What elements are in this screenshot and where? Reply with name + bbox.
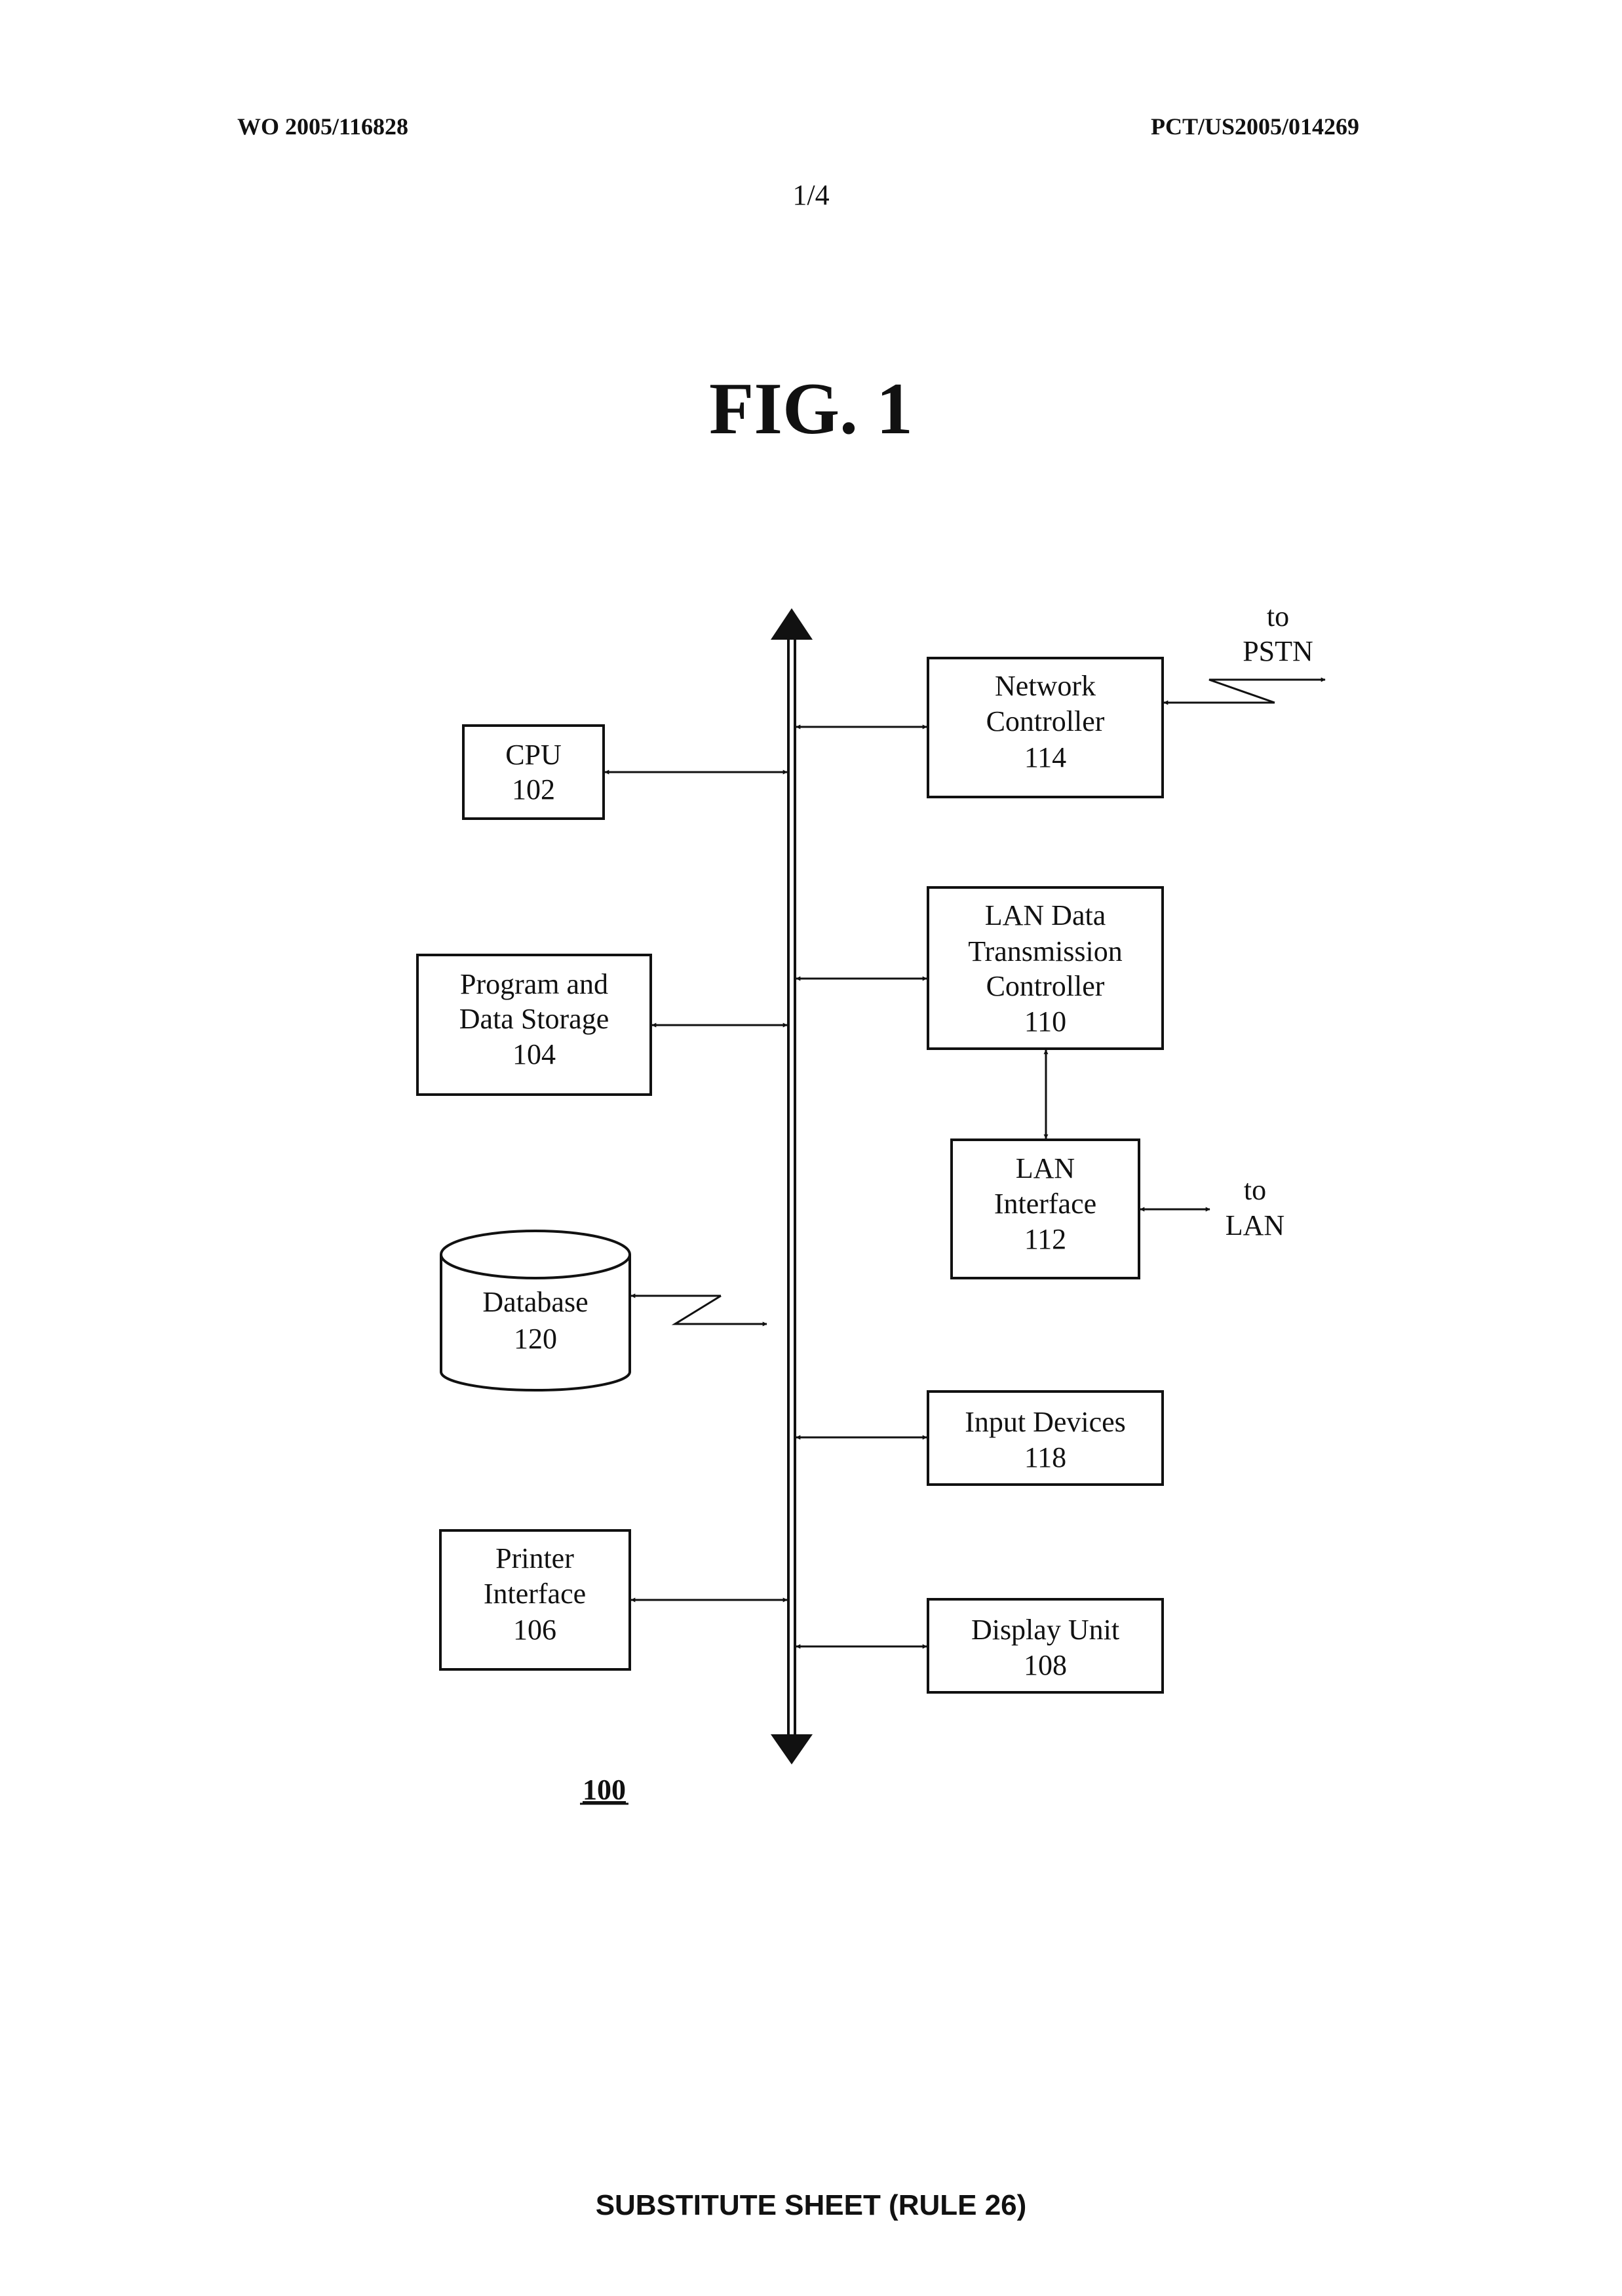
- printer-label-line1: Printer: [495, 1542, 574, 1574]
- lan-label: LAN: [1226, 1209, 1284, 1241]
- database-block: Database 120: [441, 1231, 630, 1390]
- network-ref: 114: [1024, 741, 1066, 773]
- pstn-label: PSTN: [1243, 635, 1313, 667]
- footer-substitute-sheet: SUBSTITUTE SHEET (RULE 26): [0, 2189, 1622, 2222]
- storage-ref: 104: [512, 1038, 556, 1070]
- storage-label-line1: Program and: [460, 968, 608, 1000]
- lan-data-controller-block: LAN Data Transmission Controller 110: [928, 887, 1163, 1049]
- pstn-wireless-link: [1209, 680, 1325, 703]
- display-unit-label: Display Unit: [971, 1614, 1119, 1646]
- database-label: Database: [482, 1286, 588, 1318]
- lan-data-label-line3: Controller: [986, 970, 1105, 1002]
- database-wireless-link: [675, 1296, 767, 1324]
- cpu-ref: 102: [512, 773, 555, 806]
- lan-data-label-line2: Transmission: [968, 935, 1123, 967]
- bus-arrow-up: [771, 608, 813, 640]
- storage-label-line2: Data Storage: [459, 1003, 609, 1035]
- cpu-block: CPU 102: [463, 726, 604, 819]
- display-unit-block: Display Unit 108: [928, 1599, 1163, 1692]
- network-label-line1: Network: [995, 670, 1096, 702]
- lan-data-label-line1: LAN Data: [985, 899, 1106, 931]
- printer-ref: 106: [513, 1614, 556, 1646]
- input-devices-ref: 118: [1024, 1441, 1066, 1473]
- pstn-to-label: to: [1267, 600, 1289, 632]
- lan-interface-label-line2: Interface: [994, 1188, 1096, 1220]
- database-ref: 120: [514, 1323, 557, 1355]
- system-reference-numeral: 100: [583, 1774, 626, 1806]
- network-label-line2: Controller: [986, 705, 1105, 737]
- printer-interface-block: Printer Interface 106: [440, 1530, 630, 1669]
- lan-data-ref: 110: [1024, 1005, 1066, 1038]
- network-controller-block: Network Controller 114: [928, 658, 1163, 797]
- display-unit-ref: 108: [1024, 1649, 1067, 1681]
- cpu-label: CPU: [505, 739, 562, 771]
- bus-arrow-down: [771, 1734, 813, 1764]
- input-devices-block: Input Devices 118: [928, 1391, 1163, 1485]
- lan-interface-block: LAN Interface 112: [952, 1140, 1139, 1278]
- lan-interface-label-line1: LAN: [1016, 1152, 1075, 1184]
- lan-to-label: to: [1244, 1174, 1266, 1206]
- storage-block: Program and Data Storage 104: [417, 955, 651, 1095]
- lan-interface-ref: 112: [1024, 1223, 1066, 1255]
- database-cylinder-top: [441, 1231, 630, 1278]
- system-bus: [771, 608, 813, 1764]
- printer-label-line2: Interface: [484, 1578, 586, 1610]
- input-devices-label: Input Devices: [965, 1406, 1126, 1438]
